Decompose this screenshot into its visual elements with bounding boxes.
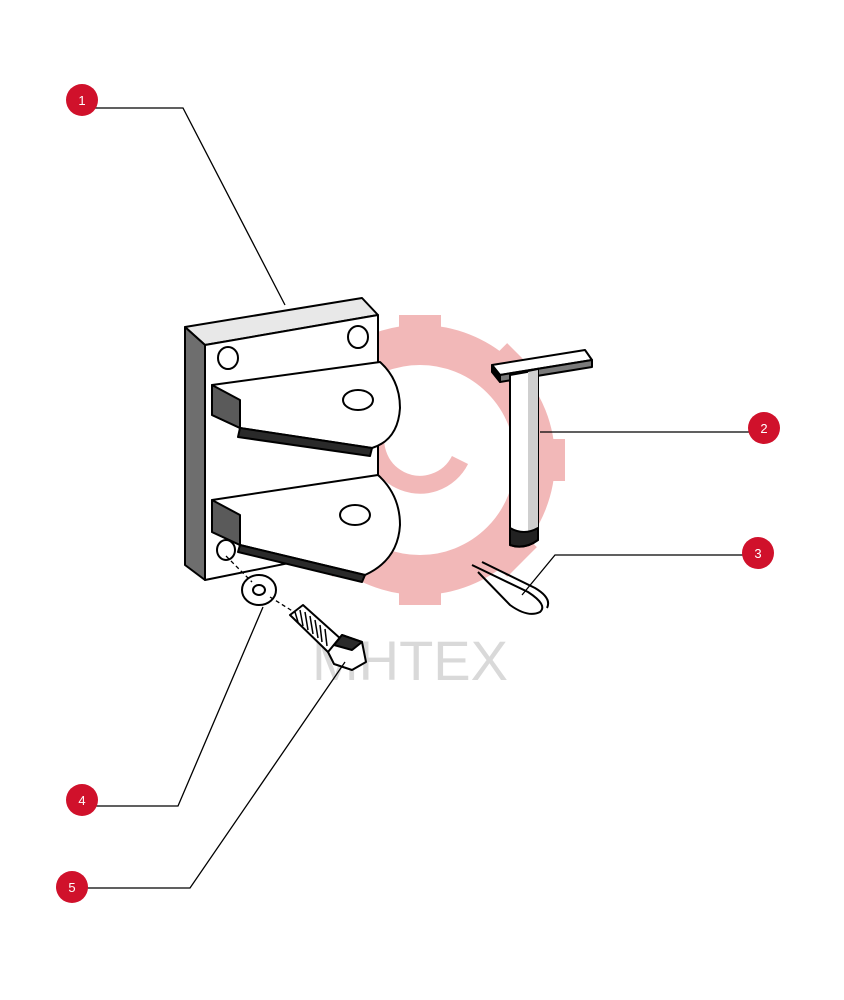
callout-4-label: 4: [78, 793, 85, 808]
part-washer: [241, 574, 277, 606]
callout-3[interactable]: 3: [742, 537, 774, 569]
part-pin: [491, 349, 593, 548]
leader-line-3: [521, 554, 752, 596]
callout-1[interactable]: 1: [66, 84, 98, 116]
callout-4[interactable]: 4: [66, 784, 98, 816]
callout-3-label: 3: [754, 546, 761, 561]
dashed-axis-bolt: [269, 596, 295, 613]
part-clip: [471, 561, 550, 615]
part-bolt: [289, 604, 367, 671]
dashed-axis-washer: [225, 555, 253, 583]
leader-lines: [82, 107, 752, 889]
leader-line-1: [82, 107, 286, 306]
callout-5[interactable]: 5: [56, 871, 88, 903]
callout-1-label: 1: [78, 93, 85, 108]
callout-2[interactable]: 2: [748, 412, 780, 444]
leader-line-5: [82, 661, 346, 889]
callout-5-label: 5: [68, 880, 75, 895]
callout-2-label: 2: [760, 421, 767, 436]
part-bracket: [184, 297, 401, 583]
leader-line-4: [82, 606, 264, 807]
